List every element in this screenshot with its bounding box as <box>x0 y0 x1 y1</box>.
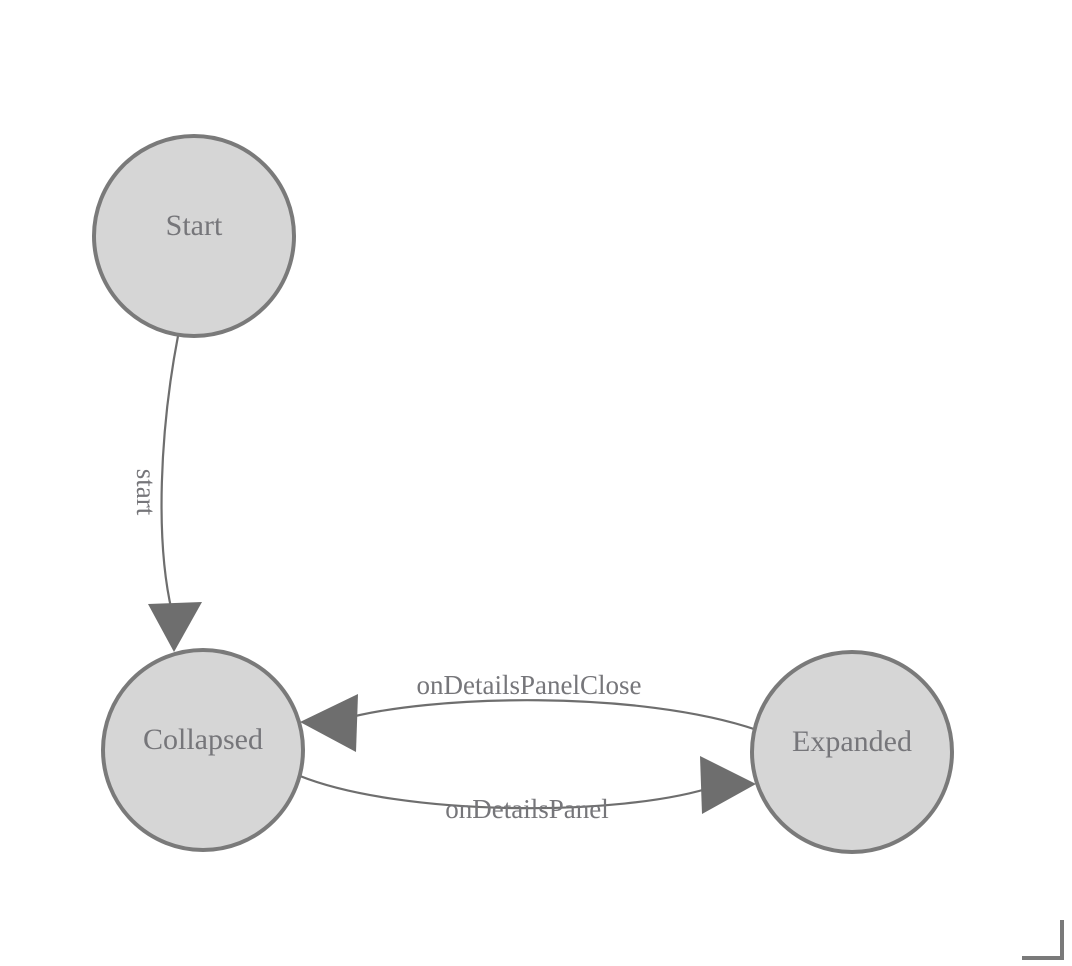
canvas-corner-handle-icon[interactable] <box>1022 920 1064 960</box>
edge-path <box>160 335 180 613</box>
node-circle <box>92 134 296 338</box>
node-label: Collapsed <box>143 723 263 756</box>
arrow-head-icon <box>700 756 756 814</box>
edge-path <box>339 699 758 732</box>
arrow-head-icon <box>300 694 358 752</box>
edge-label-on-details-panel-close: onDetailsPanelClose <box>417 670 642 700</box>
edge-collapsed-to-expanded[interactable]: onDetailsPanel <box>299 756 756 824</box>
edge-start-to-collapsed[interactable]: start <box>131 335 202 652</box>
node-label: Start <box>166 209 223 242</box>
edge-label-on-details-panel: onDetailsPanel <box>445 794 608 824</box>
node-label: Expanded <box>792 725 912 758</box>
node-collapsed[interactable]: Collapsed <box>101 648 305 852</box>
edge-expanded-to-collapsed[interactable]: onDetailsPanelClose <box>300 670 758 752</box>
edge-label-start: start <box>131 469 161 516</box>
edge-path <box>299 774 717 810</box>
node-start[interactable]: Start <box>92 134 296 338</box>
node-expanded[interactable]: Expanded <box>750 650 954 854</box>
arrow-head-icon <box>148 602 202 652</box>
node-circle <box>750 650 954 854</box>
node-circle <box>101 648 305 852</box>
